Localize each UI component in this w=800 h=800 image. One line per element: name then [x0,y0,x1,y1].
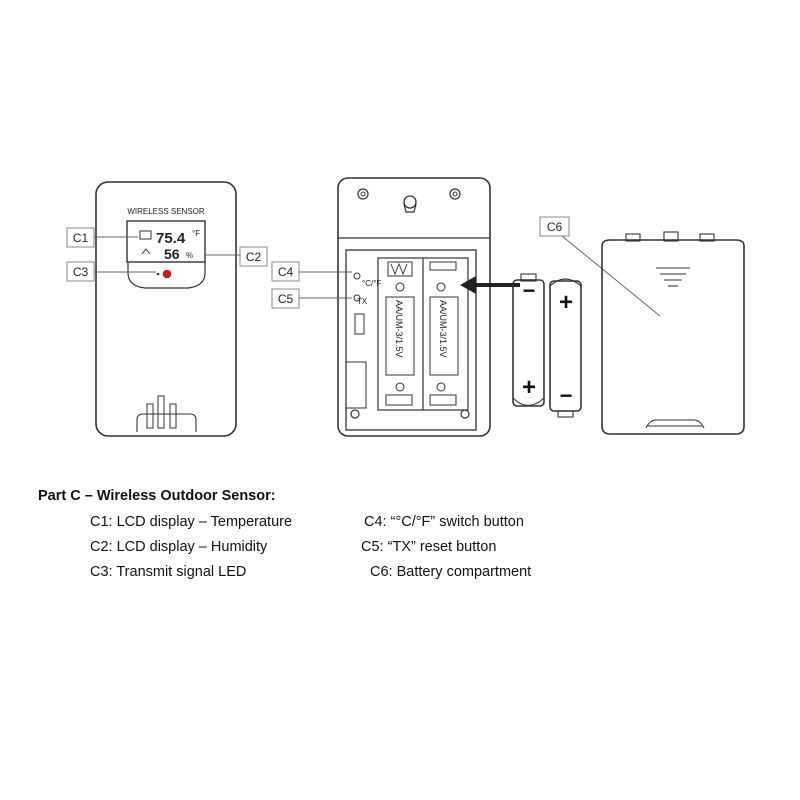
sensor-diagram: WIRELESS SENSOR 75.4 °F 56 % C1 C2 C3 [66,177,745,437]
battery-compartment [345,249,477,431]
legend-code: C1: [90,514,113,530]
callout-c1-label: C1 [73,231,89,245]
battery-spec-left: AA/UM-3/1.5V [394,300,404,358]
callout-c4-label: C4 [278,265,294,279]
sensor-front-view: WIRELESS SENSOR 75.4 °F 56 % [95,181,237,437]
legend-code: C5: [361,539,384,555]
legend-item-c2: C2: LCD display – Humidity [90,539,267,555]
legend-item-c1: C1: LCD display – Temperature [90,514,292,530]
battery-1 [512,273,545,407]
callout-c6-label: C6 [547,220,563,234]
tx-label: TX [357,297,368,306]
legend-text: LCD display – Temperature [116,514,293,530]
callout-c6-box [539,216,570,237]
battery-2-plus-icon: + [559,289,573,316]
legend-item-c6: C6: Battery compartment [370,564,531,580]
celsius-fahrenheit-switch-icon [353,272,361,280]
legend-code: C4: [364,514,387,530]
callout-c5-label: C5 [278,292,294,306]
lcd-humidity-unit: % [186,251,193,260]
legend-title: Part C – Wireless Outdoor Sensor: [38,488,276,504]
lcd-humidity: 56 [164,246,180,262]
callout-c2-label: C2 [246,250,262,264]
lcd-display [126,220,206,263]
keyhole-icon [403,195,417,209]
legend-code: C2: [90,539,113,555]
legend-text: “TX” reset button [387,539,497,555]
callout-c3-label: C3 [73,265,89,279]
callout-c2-box [239,246,268,267]
tx-button-icon [353,294,361,302]
callouts-back: C4 C5 C6 [271,216,661,317]
battery-1-minus-icon: − [523,278,536,303]
legend-item-c3: C3: Transmit signal LED [90,564,246,580]
battery-2 [549,278,582,418]
battery-2-minus-icon: − [560,383,573,408]
battery-1-plus-icon: + [522,374,536,401]
legend-text: Battery compartment [396,564,532,580]
battery-spec-right: AA/UM-3/1.5V [438,300,448,358]
sensor-label: WIRELESS SENSOR [127,207,205,216]
sensor-back-view: AA/UM-3/1.5V AA/UM-3/1.5V °C/°F TX [337,177,491,437]
legend-text: LCD display – Humidity [116,539,268,555]
callouts-front: C1 C2 C3 [66,227,268,282]
legend-text: Transmit signal LED [116,564,247,580]
insert-arrow-icon [460,276,520,294]
lcd-temperature-unit: °F [192,229,200,238]
legend-text: “°C/°F” switch button [390,514,524,530]
legend-item-c5: C5: “TX” reset button [361,539,496,555]
legend-item-c4: C4: “°C/°F” switch button [364,514,524,530]
led-indicator [162,269,172,279]
legend-code: C3: [90,564,113,580]
lcd-temperature: 75.4 [156,230,186,247]
legend-code: C6: [370,564,393,580]
switch-label: °C/°F [362,279,381,288]
battery-cover [601,231,745,435]
